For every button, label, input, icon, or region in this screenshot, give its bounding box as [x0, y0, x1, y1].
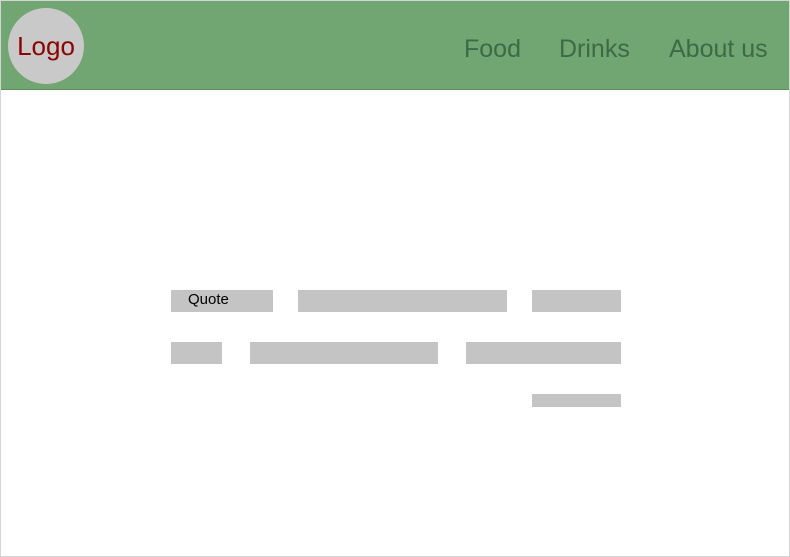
quote-label: Quote	[171, 290, 273, 312]
placeholder-block	[171, 342, 222, 364]
placeholder-block	[532, 290, 621, 312]
placeholder-block	[298, 290, 507, 312]
nav-link-drinks[interactable]: Drinks	[559, 35, 630, 63]
logo[interactable]: Logo	[8, 8, 84, 84]
nav-link-about-us[interactable]: About us	[669, 35, 768, 63]
site-header: Logo Food Drinks About us	[1, 1, 789, 90]
placeholder-block	[466, 342, 621, 364]
placeholder-block	[532, 394, 621, 407]
placeholder-block	[250, 342, 438, 364]
nav-link-food[interactable]: Food	[464, 35, 521, 63]
